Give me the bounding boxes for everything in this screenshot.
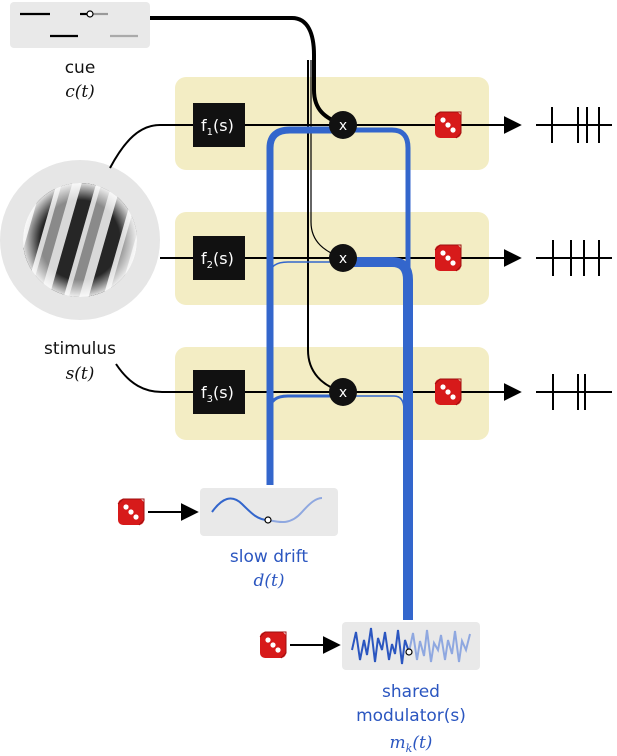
- shared-modulator-symbol: m: [390, 733, 406, 753]
- multiplier-1-symbol: x: [339, 118, 347, 134]
- stimulus-label: stimulus: [44, 339, 116, 359]
- drift-to-mult-1-wire: [266, 126, 343, 485]
- svg-text:f2(s): f2(s): [201, 249, 234, 271]
- spike-train-2: [536, 240, 612, 276]
- dice-icon: [434, 244, 462, 272]
- modulator-to-mult-3-wire: [343, 395, 405, 620]
- svg-text:f3(s): f3(s): [201, 383, 234, 405]
- stimulus-grating: [0, 160, 160, 320]
- filter-f1-name: f: [201, 116, 207, 135]
- dice-icon: [259, 631, 287, 659]
- shared-modulator-label-line2: modulator(s): [356, 706, 466, 726]
- shared-modulator-panel: [342, 622, 480, 670]
- svg-text:f1(s): f1(s): [201, 116, 234, 138]
- multiplier-3: x: [329, 378, 357, 406]
- filter-f2-name: f: [201, 249, 207, 268]
- filter-f1-arg: (s): [213, 116, 234, 135]
- filter-f3: f3(s): [193, 370, 245, 414]
- drift-to-mult-3-wire: [268, 394, 343, 430]
- cue-label: cue: [65, 58, 96, 78]
- filter-f2: f2(s): [193, 236, 245, 280]
- filter-f3-name: f: [201, 383, 207, 402]
- filter-f3-sub: 3: [207, 394, 213, 405]
- cue-panel: [10, 2, 150, 48]
- dice-icon: [117, 498, 145, 526]
- stimulus-to-f3-wire: [115, 363, 193, 393]
- slow-drift-symbol: d(t): [254, 571, 285, 591]
- cue-symbol: c(t): [65, 82, 95, 102]
- spike-train-3: [536, 374, 612, 410]
- drift-to-mult-2-wire: [269, 261, 343, 300]
- multiplier-2: x: [329, 244, 357, 272]
- slow-drift-label: slow drift: [230, 547, 308, 567]
- multiplier-1: x: [329, 111, 357, 139]
- shared-modulator-label-line1: shared: [382, 682, 440, 702]
- multiplier-3-symbol: x: [339, 385, 347, 401]
- dice-icon: [434, 111, 462, 139]
- dice-icon: [434, 378, 462, 406]
- stimulus-to-f1-wire: [109, 124, 193, 169]
- cue-to-mult-1-wire: [150, 16, 344, 127]
- filter-f1: f1(s): [193, 103, 245, 147]
- multiplier-2-symbol: x: [339, 251, 347, 267]
- stimulus-symbol: s(t): [66, 364, 95, 384]
- shared-modulator-symbol-sub: k: [406, 742, 413, 755]
- filter-f3-arg: (s): [213, 383, 234, 402]
- svg-text:mk(t): mk(t): [390, 733, 433, 755]
- modulator-to-mult-1-wire: [343, 127, 411, 620]
- modulator-to-mult-2-wire: [343, 257, 413, 620]
- filter-f2-sub: 2: [207, 260, 213, 271]
- shared-modulator-symbol-arg: (t): [412, 733, 432, 753]
- slow-drift-panel: [200, 488, 338, 536]
- filter-f1-sub: 1: [207, 127, 213, 138]
- spike-train-1: [536, 107, 612, 143]
- filter-f2-arg: (s): [213, 249, 234, 268]
